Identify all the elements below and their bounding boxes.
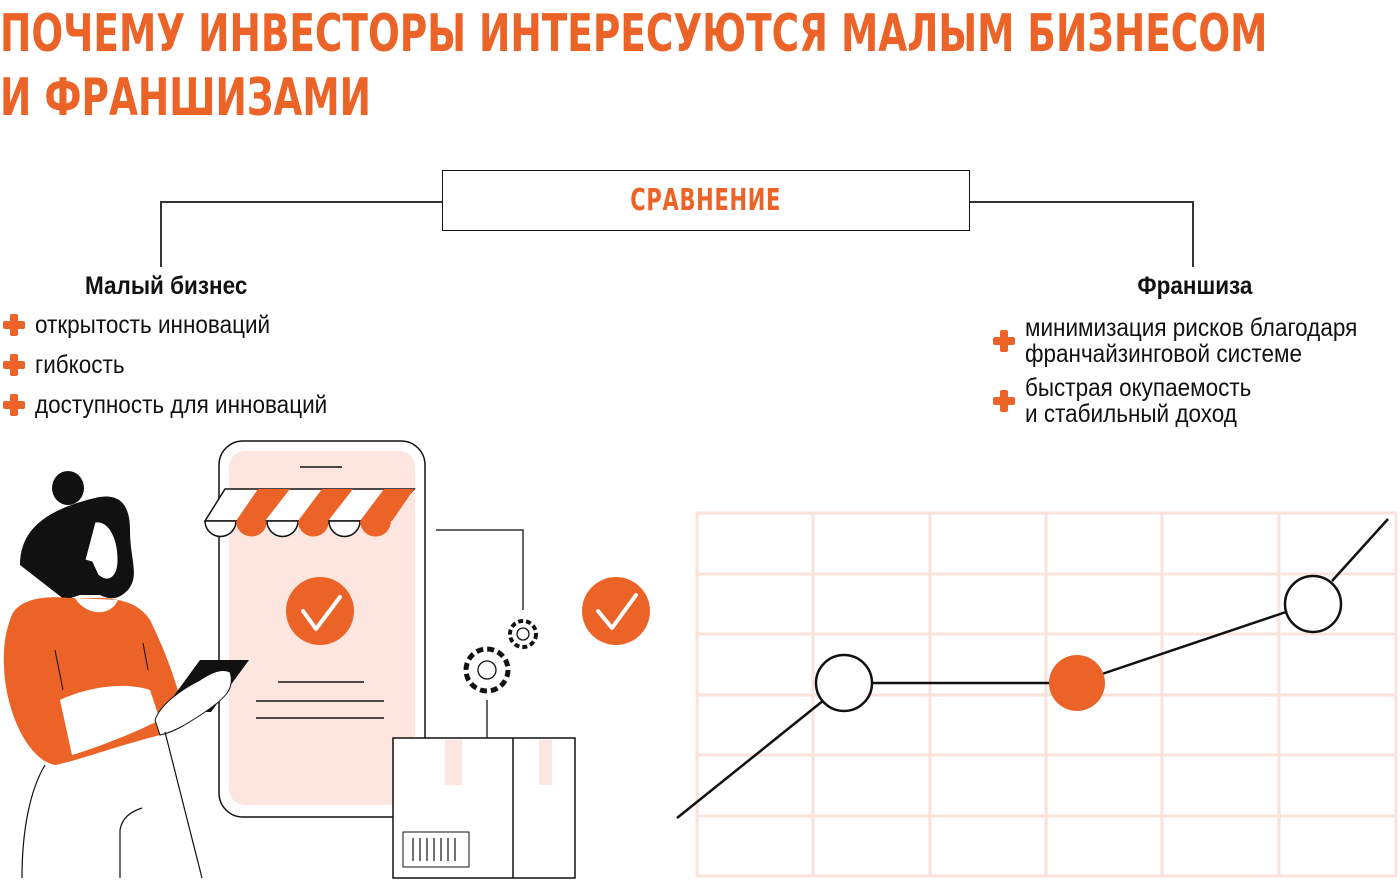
storefront-phone-icon (203, 440, 426, 818)
comparison-label: СРАВНЕНИЕ (630, 183, 782, 218)
connector-left-vertical (160, 201, 162, 267)
list-item: доступность для инноваций (3, 385, 360, 425)
list-item-label: гибкость (35, 350, 125, 379)
plus-icon (3, 394, 25, 416)
plus-icon (993, 390, 1015, 412)
gear-connector (436, 529, 524, 610)
trend-line (676, 518, 1389, 819)
list-item: минимизация рисков благодаря франчайзинг… (993, 315, 1394, 367)
list-item-line: и стабильный доход (1025, 400, 1237, 428)
gears-icon (463, 619, 538, 694)
plus-icon (993, 330, 1015, 352)
list-item-label: минимизация рисков благодаря франчайзинг… (1025, 315, 1357, 367)
list-item-label: открытость инноваций (35, 310, 271, 339)
list-item-label: доступность для инноваций (35, 390, 328, 419)
list-item-label: быстрая окупаемость и стабильный доход (1025, 375, 1251, 427)
list-item: быстрая окупаемость и стабильный доход (993, 375, 1394, 427)
chart-point-hollow (814, 653, 874, 713)
franchise-heading: Франшиза (1137, 272, 1253, 300)
box-icon (392, 737, 576, 879)
connector-right-horizontal (970, 201, 1194, 203)
connector-right-vertical (1192, 201, 1194, 267)
list-item-line: минимизация рисков благодаря (1025, 314, 1358, 342)
chart-point-filled (1049, 655, 1105, 711)
plus-icon (3, 354, 25, 376)
list-item-line: быстрая окупаемость (1025, 374, 1252, 402)
growth-chart-icon (695, 511, 1398, 878)
check-icon (582, 577, 650, 645)
title-line-2: И ФРАНШИЗАМИ (0, 68, 372, 128)
woman-with-phone (3, 471, 249, 879)
plus-icon (3, 314, 25, 336)
title-line-1: ПОЧЕМУ ИНВЕСТОРЫ ИНТЕРЕСУЮТСЯ МАЛЫМ БИЗН… (0, 4, 1268, 64)
list-item: открытость инноваций (3, 305, 360, 345)
list-item-line: франчайзинговой системе (1025, 340, 1302, 368)
comparison-box: СРАВНЕНИЕ (442, 170, 970, 231)
page-title: ПОЧЕМУ ИНВЕСТОРЫ ИНТЕРЕСУЮТСЯ МАЛЫМ БИЗН… (0, 2, 1267, 130)
connector-left-horizontal (160, 201, 443, 203)
chart-point-hollow (1283, 574, 1343, 634)
franchise-list: минимизация рисков благодаря франчайзинг… (993, 315, 1394, 435)
list-item: гибкость (3, 345, 360, 385)
small-business-list: открытость инноваций гибкость доступност… (3, 305, 360, 425)
small-business-heading: Малый бизнес (85, 272, 248, 300)
